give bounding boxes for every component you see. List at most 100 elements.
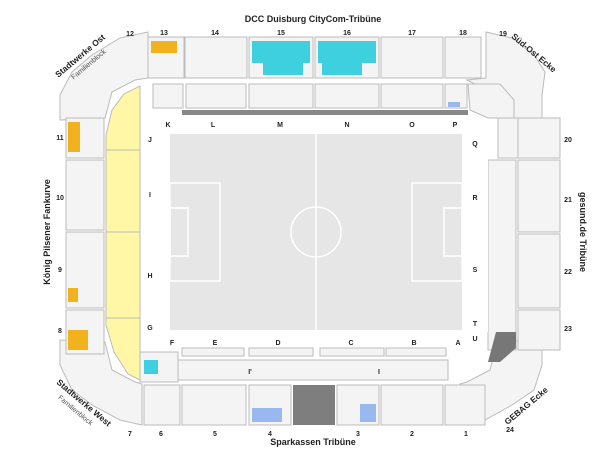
label-block-13: 13 [160, 30, 168, 37]
section-u: U [472, 336, 477, 343]
section-p: P [453, 122, 458, 129]
section-f: F [170, 340, 175, 347]
block-16-occupied [318, 41, 376, 63]
block-11-occupied [68, 122, 80, 152]
box-b[interactable] [385, 347, 447, 357]
label-block-5: 5 [213, 431, 217, 438]
stand-west-title: König Pilsener Fankurve [42, 179, 52, 285]
block-13-occupied [151, 41, 177, 53]
block-23[interactable] [517, 309, 561, 351]
section-k: K [165, 122, 170, 129]
section-letters: K L M N O P F E D C B A J I H G Q R S T … [147, 122, 478, 376]
box-l[interactable] [185, 83, 247, 109]
block-15-occupied [252, 41, 310, 63]
north-walkway [182, 110, 468, 115]
block-14[interactable] [184, 36, 248, 79]
label-block-3: 3 [356, 431, 360, 438]
section-i-prime: I' [248, 369, 252, 376]
box-k[interactable] [152, 83, 184, 109]
block-1[interactable] [444, 384, 486, 426]
section-a: A [455, 340, 460, 347]
box-n[interactable] [314, 83, 380, 109]
section-e: E [213, 340, 218, 347]
label-block-18: 18 [459, 30, 467, 37]
section-q: Q [472, 141, 478, 148]
box-f-occupied [144, 360, 158, 374]
north-inner-boxes [152, 83, 468, 115]
label-block-12: 12 [126, 31, 134, 38]
section-n: N [344, 122, 349, 129]
label-block-4: 4 [268, 431, 272, 438]
label-block-2: 2 [410, 431, 414, 438]
block-9-occupied [68, 288, 78, 302]
label-block-10: 10 [56, 195, 64, 202]
stand-south-title: Sparkassen Tribüne [270, 437, 356, 447]
block-22[interactable] [517, 233, 561, 309]
label-block-22: 22 [564, 269, 572, 276]
closed-block [293, 385, 335, 425]
label-block-14: 14 [211, 30, 219, 37]
label-block-19: 19 [499, 31, 507, 38]
block-4-occupied [252, 408, 282, 422]
pitch [142, 120, 488, 332]
label-block-24: 24 [506, 427, 514, 434]
section-r: R [472, 195, 477, 202]
block-8-occupied [68, 330, 88, 350]
block-2[interactable] [380, 384, 444, 426]
section-j: J [148, 137, 152, 144]
box-d[interactable] [248, 347, 314, 357]
label-block-11: 11 [56, 135, 64, 142]
section-l: L [211, 122, 216, 129]
west-blocks [65, 117, 105, 355]
block-16-occupied-lower [322, 63, 362, 75]
section-t: T [473, 321, 478, 328]
east-inner[interactable] [487, 159, 517, 351]
block-20[interactable] [517, 117, 561, 159]
label-block-9: 9 [58, 267, 62, 274]
section-h: H [147, 273, 152, 280]
label-block-1: 1 [464, 431, 468, 438]
north-blocks [147, 36, 482, 79]
label-block-23: 23 [564, 326, 572, 333]
box-m[interactable] [248, 83, 314, 109]
block-6[interactable] [143, 384, 181, 426]
block-18[interactable] [444, 36, 482, 79]
block-5[interactable] [181, 384, 247, 426]
block-15-occupied-lower [263, 63, 303, 75]
label-block-16: 16 [343, 30, 351, 37]
section-i: I [149, 192, 151, 199]
section-s: S [473, 267, 478, 274]
block-17[interactable] [380, 36, 444, 79]
south-inner-boxes [139, 347, 449, 383]
corner-se-closed [488, 332, 516, 362]
south-blocks [143, 384, 486, 426]
label-block-15: 15 [277, 30, 285, 37]
south-lower-tier[interactable] [169, 359, 449, 381]
block-3-occupied [360, 404, 376, 422]
box-p-occupied [448, 102, 460, 107]
section-c: C [348, 340, 353, 347]
box-o[interactable] [380, 83, 444, 109]
section-i-lower: I [378, 369, 380, 376]
block-labels: 13 14 15 16 17 18 12 19 6 5 4 3 2 1 7 24… [56, 30, 572, 438]
fankurve-area[interactable] [105, 85, 141, 381]
block-10[interactable] [65, 159, 105, 231]
label-block-20: 20 [564, 137, 572, 144]
box-c[interactable] [319, 347, 385, 357]
label-block-21: 21 [564, 197, 572, 204]
label-block-8: 8 [58, 328, 62, 335]
block-21[interactable] [517, 159, 561, 233]
stand-east-title: gesund.de Tribüne [578, 192, 588, 272]
stand-north-title: DCC Duisburg CityCom-Tribüne [245, 14, 382, 24]
section-g: G [147, 325, 153, 332]
corner-ne-inner[interactable] [467, 83, 515, 119]
label-block-6: 6 [159, 431, 163, 438]
label-block-17: 17 [408, 30, 416, 37]
section-m: M [277, 122, 283, 129]
east-blocks [487, 117, 561, 351]
section-b: B [411, 340, 416, 347]
box-e[interactable] [181, 347, 245, 357]
section-d: D [275, 340, 280, 347]
